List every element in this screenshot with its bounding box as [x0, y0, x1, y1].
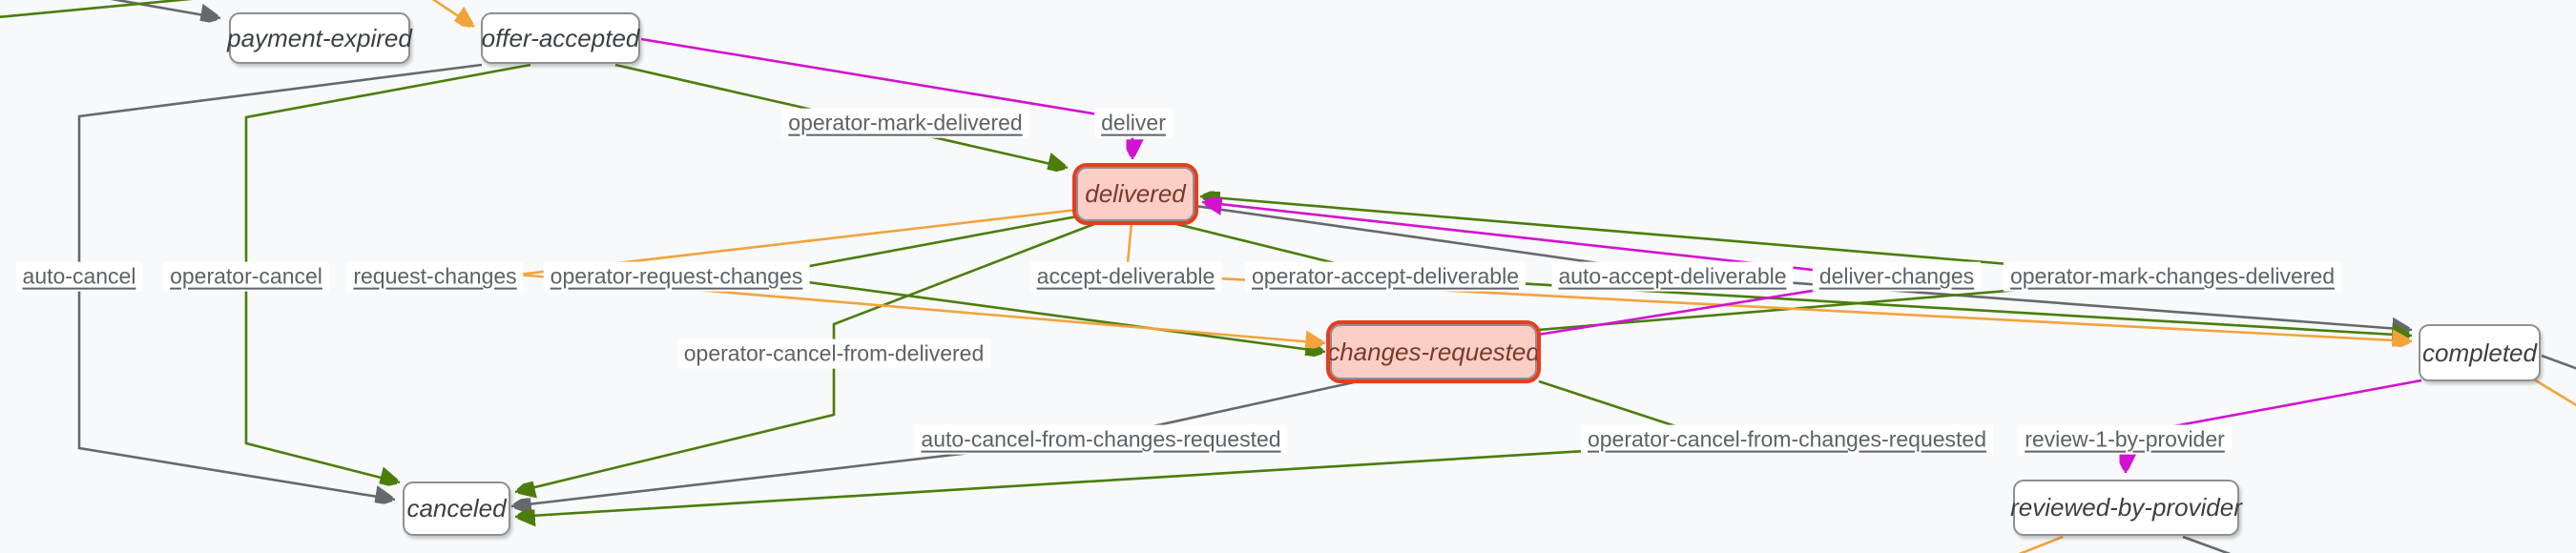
edge-label-auto-accept-deliverable[interactable]: auto-accept-deliverable — [1551, 261, 1794, 292]
edge-label-operator-accept-deliverable[interactable]: operator-accept-deliverable — [1245, 261, 1526, 292]
edge-label-operator-cancel[interactable]: operator-cancel — [163, 261, 329, 292]
node-canceled[interactable]: canceled — [403, 481, 510, 536]
edge-completed-out-right-gray — [2541, 354, 2576, 370]
edge-label-request-changes[interactable]: request-changes — [346, 261, 524, 292]
edge-top-left-corner-green — [0, 0, 194, 19]
edge-label-auto-cancel-from-changes-requested[interactable]: auto-cancel-from-changes-requested — [914, 424, 1288, 455]
edge-label-accept-deliverable[interactable]: accept-deliverable — [1029, 261, 1222, 292]
edge-reviewed-out-bottom-orange — [2018, 535, 2064, 553]
node-label: reviewed-by-provider — [2010, 493, 2242, 522]
node-reviewed-by-provider[interactable]: reviewed-by-provider — [2010, 480, 2242, 536]
node-label: changes-requested — [1327, 337, 1540, 366]
node-completed[interactable]: completed — [2419, 324, 2541, 381]
edge-operator-cancel-from-delivered — [514, 220, 1100, 492]
node-changes-requested[interactable]: changes-requested — [1326, 320, 1541, 383]
edge-reviewed-out-bottom-gray — [2182, 535, 2232, 553]
edge-label-auto-cancel[interactable]: auto-cancel — [15, 261, 143, 292]
node-label: delivered — [1085, 179, 1186, 208]
node-payment-expired[interactable]: payment-expired — [227, 12, 412, 64]
node-label: canceled — [406, 494, 507, 522]
edge-label-operator-request-changes[interactable]: operator-request-changes — [543, 261, 810, 292]
edge-label-operator-mark-changes-delivered[interactable]: operator-mark-changes-delivered — [2003, 261, 2342, 292]
edge-into-offer-accepted-orange — [431, 0, 474, 27]
edge-label-operator-cancel-from-changes-requested[interactable]: operator-cancel-from-changes-requested — [1580, 424, 1994, 455]
node-label: payment-expired — [227, 23, 412, 52]
node-label: offer-accepted — [481, 23, 640, 52]
edge-label-deliver[interactable]: deliver — [1094, 108, 1173, 138]
edge-label-operator-mark-delivered[interactable]: operator-mark-delivered — [781, 108, 1029, 138]
node-offer-accepted[interactable]: offer-accepted — [481, 12, 640, 64]
node-delivered[interactable]: delivered — [1072, 163, 1198, 225]
edge-label-deliver-changes[interactable]: deliver-changes — [1812, 261, 1982, 292]
edge-label-operator-cancel-from-delivered[interactable]: operator-cancel-from-delivered — [676, 338, 991, 369]
edge-deliver — [640, 37, 1132, 159]
node-label: completed — [2422, 338, 2537, 367]
edge-completed-out-right-orange — [2533, 378, 2576, 407]
edge-label-review-1-by-provider[interactable]: review-1-by-provider — [2018, 424, 2232, 455]
